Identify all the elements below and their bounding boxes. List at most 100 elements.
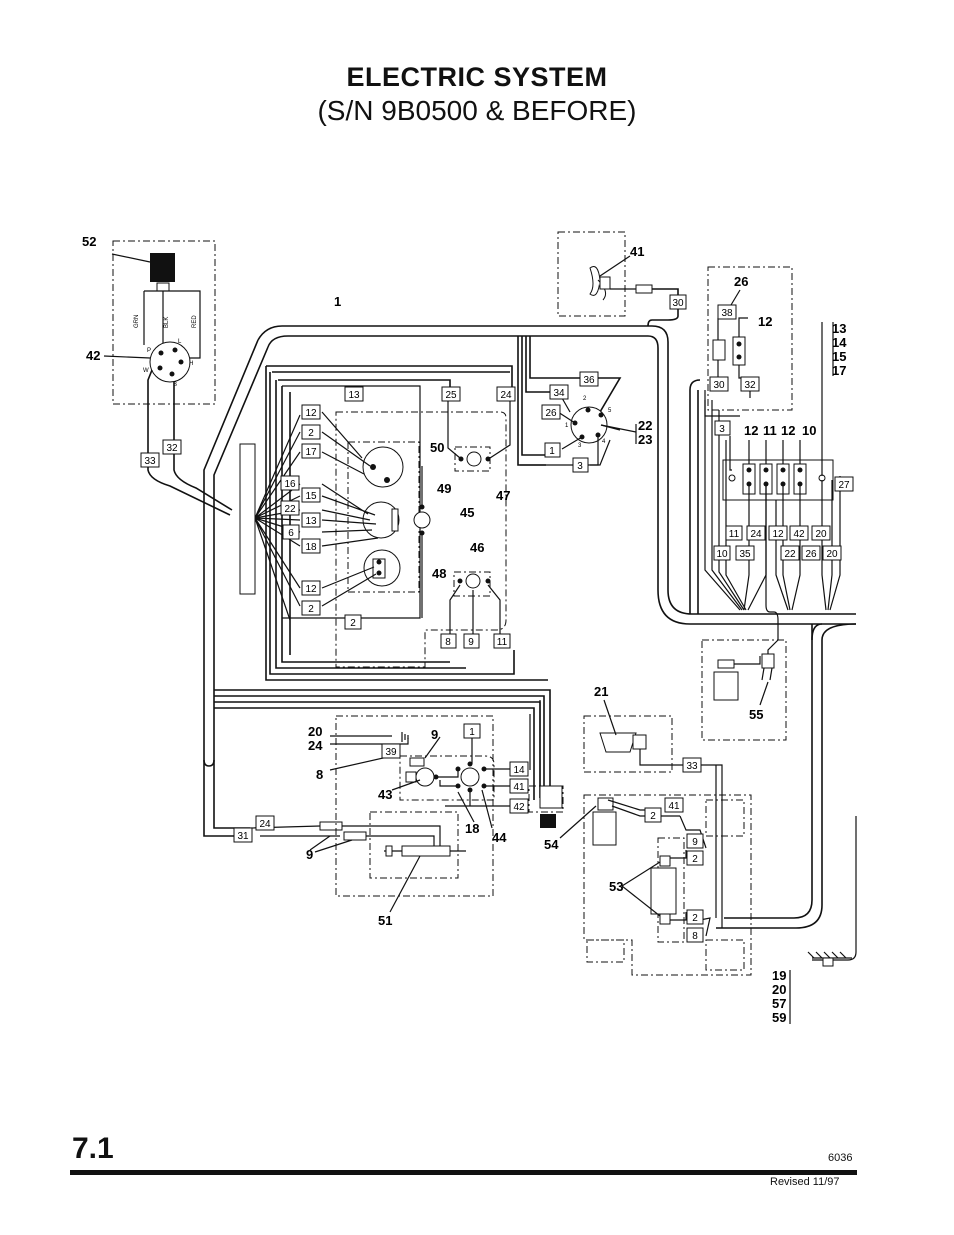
wire-tag-14: 14 <box>509 761 529 777</box>
callout-20: 20 <box>308 724 322 739</box>
svg-text:35: 35 <box>739 549 751 560</box>
wire-tag-33: 33 <box>140 452 160 468</box>
main-harness <box>203 325 857 929</box>
svg-text:14: 14 <box>513 765 525 776</box>
wire-tag-1: 1 <box>544 442 561 458</box>
svg-text:2: 2 <box>308 428 314 439</box>
wire-tag-24: 24 <box>746 525 766 541</box>
callout-54: 54 <box>544 837 559 852</box>
wire-tag-2: 2 <box>301 424 321 440</box>
callout-21: 21 <box>594 684 608 699</box>
wire-tag-30: 30 <box>669 294 687 310</box>
wire-tag-42: 42 <box>789 525 809 541</box>
wire-tag-13: 13 <box>301 512 321 528</box>
svg-text:33: 33 <box>686 761 698 772</box>
svg-text:12: 12 <box>305 584 317 595</box>
svg-text:42: 42 <box>793 529 805 540</box>
wire-tag-10: 10 <box>713 545 731 561</box>
callout-41: 41 <box>630 244 644 259</box>
terminal-3: 3 <box>578 443 582 449</box>
svg-text:15: 15 <box>305 491 317 502</box>
wire-tag-26: 26 <box>801 545 821 561</box>
pin-w: W <box>143 368 149 374</box>
svg-text:24: 24 <box>500 390 512 401</box>
key-switch-assembly: P L W H B GRN BLK RED <box>103 240 233 516</box>
wire-tag-12: 12 <box>301 580 321 596</box>
wire-tag-25: 25 <box>441 386 461 402</box>
wire-color-blk: BLK <box>164 317 170 328</box>
svg-text:18: 18 <box>305 542 317 553</box>
callout-51: 51 <box>378 913 392 928</box>
wire-tags: 30 38 30 32 3 27 11 24 12 42 20 10 35 22… <box>140 294 854 943</box>
callout-44: 44 <box>492 830 507 845</box>
ground-point <box>789 816 857 1024</box>
callout-12: 12 <box>758 314 772 329</box>
callout-59: 59 <box>772 1010 786 1025</box>
svg-text:2: 2 <box>692 854 698 865</box>
svg-text:3: 3 <box>719 424 725 435</box>
svg-text:12: 12 <box>772 529 784 540</box>
wire-color-grn: GRN <box>134 315 140 328</box>
callout-57: 57 <box>772 996 786 1011</box>
wire-tag-22: 22 <box>780 545 800 561</box>
wire-tag-20: 20 <box>811 525 831 541</box>
wire-tag-11: 11 <box>725 525 743 541</box>
callout-53: 53 <box>609 879 623 894</box>
wire-tag-2: 2 <box>301 600 321 616</box>
callout-13: 13 <box>832 321 846 336</box>
wire-tag-31: 31 <box>233 827 253 843</box>
svg-text:16: 16 <box>284 479 296 490</box>
wire-tag-24: 24 <box>255 815 275 831</box>
page-number: 7.1 <box>72 1132 114 1165</box>
gauge-49 <box>362 501 400 539</box>
lower-harness <box>203 689 551 913</box>
svg-text:20: 20 <box>815 529 827 540</box>
callout-23: 23 <box>638 432 652 447</box>
wire-tag-13: 13 <box>344 386 364 402</box>
svg-text:9: 9 <box>468 637 474 648</box>
wire-tag-12: 12 <box>768 525 788 541</box>
svg-text:12: 12 <box>305 408 317 419</box>
callout-50: 50 <box>430 440 444 455</box>
wire-tag-9: 9 <box>463 633 480 649</box>
wire-color-red: RED <box>192 315 198 328</box>
svg-text:22: 22 <box>784 549 796 560</box>
svg-text:30: 30 <box>672 298 684 309</box>
wire-tag-11: 11 <box>493 633 511 649</box>
pin-l: L <box>178 339 182 345</box>
relay-panel <box>704 322 841 655</box>
callout-labels: 52 42 1 41 26 12 13 14 15 17 22 23 12 11… <box>82 234 847 1025</box>
wire-tag-32: 32 <box>740 376 760 392</box>
gauge-50 <box>362 446 404 488</box>
callout-49: 49 <box>437 481 451 496</box>
callout-47: 47 <box>496 488 510 503</box>
fan-assembly <box>557 231 679 327</box>
svg-text:42: 42 <box>513 802 525 813</box>
svg-text:32: 32 <box>166 443 178 454</box>
pin-h: H <box>189 361 193 367</box>
callout-12: 12 <box>744 423 758 438</box>
wire-tag-8: 8 <box>440 633 457 649</box>
callout-11: 11 <box>763 423 777 438</box>
callout-52: 52 <box>82 234 96 249</box>
svg-text:33: 33 <box>144 456 156 467</box>
wire-tag-16: 16 <box>280 475 300 491</box>
svg-text:1: 1 <box>469 727 475 738</box>
wire-tag-24: 24 <box>496 386 516 402</box>
callout-18: 18 <box>465 821 479 836</box>
document-number: 6036 <box>828 1152 853 1164</box>
svg-text:20: 20 <box>826 549 838 560</box>
svg-text:8: 8 <box>692 931 698 942</box>
callout-1: 1 <box>334 294 341 309</box>
selector-switch: 2 1 5 3 4 <box>517 336 637 466</box>
wire-tag-22: 22 <box>280 500 300 516</box>
svg-text:6: 6 <box>288 528 294 539</box>
svg-text:2: 2 <box>650 811 656 822</box>
svg-text:11: 11 <box>497 637 508 648</box>
svg-text:10: 10 <box>716 549 728 560</box>
diagram-subtitle: (S/N 9B0500 & BEFORE) <box>317 95 637 126</box>
callout-24: 24 <box>308 738 323 753</box>
svg-text:2: 2 <box>350 618 356 629</box>
callout-42: 42 <box>86 348 100 363</box>
